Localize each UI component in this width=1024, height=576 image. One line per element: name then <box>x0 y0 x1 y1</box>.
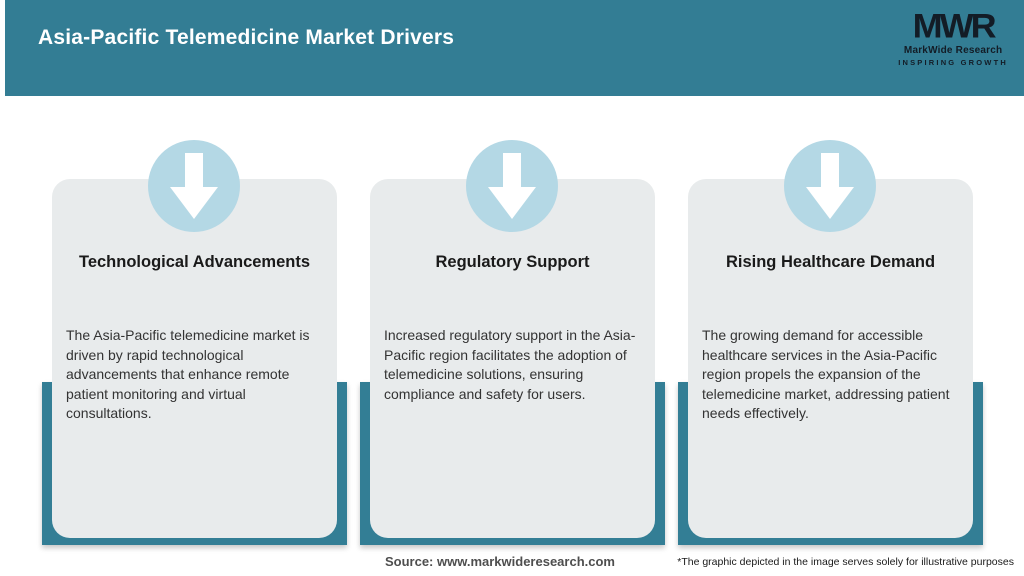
page-title: Asia-Pacific Telemedicine Market Drivers <box>38 26 455 49</box>
down-arrow-badge <box>466 140 558 232</box>
card-title: Rising Healthcare Demand <box>725 253 936 271</box>
logo-mwr-icon: MWR <box>912 5 997 46</box>
driver-card: Regulatory Support Increased regulatory … <box>370 179 655 538</box>
logo-name: MarkWide Research <box>903 45 1003 56</box>
down-arrow-icon <box>488 153 536 219</box>
disclaimer-text: *The graphic depicted in the image serve… <box>677 556 1014 568</box>
driver-card: Rising Healthcare Demand The growing dem… <box>688 179 973 538</box>
card-description: Increased regulatory support in the Asia… <box>384 327 636 402</box>
down-arrow-icon <box>170 153 218 219</box>
card-title: Technological Advancements <box>78 253 311 271</box>
source-text: Source: www.markwideresearch.com <box>384 554 615 569</box>
down-arrow-badge <box>784 140 876 232</box>
down-arrow-icon <box>806 153 854 219</box>
logo-tagline: INSPIRING GROWTH <box>898 58 1008 67</box>
card-title: Regulatory Support <box>435 253 590 271</box>
down-arrow-badge <box>148 140 240 232</box>
card-description: The Asia-Pacific telemedicine market is … <box>66 327 310 421</box>
header-bar: Asia-Pacific Telemedicine Market Drivers… <box>5 0 1024 96</box>
markwide-logo: MWR MarkWide Research INSPIRING GROWTH <box>898 8 1008 67</box>
driver-card: Technological Advancements The Asia-Paci… <box>52 179 337 538</box>
card-description: The growing demand for accessible health… <box>702 327 950 421</box>
